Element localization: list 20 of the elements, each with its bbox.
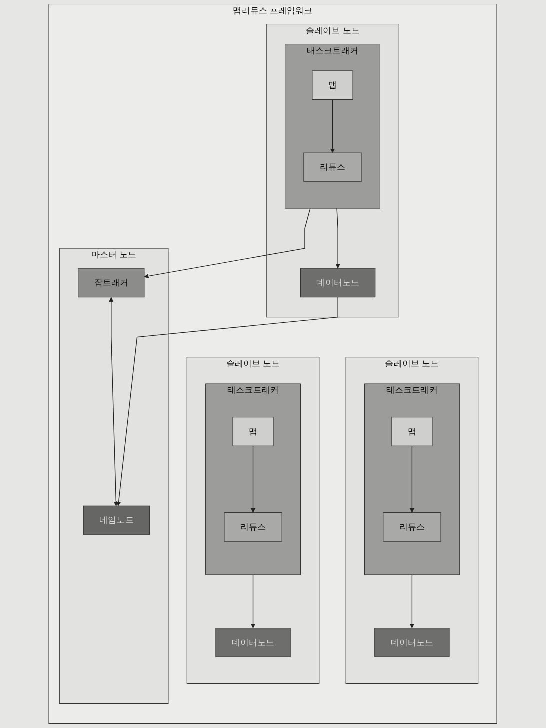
- arrow: [410, 446, 415, 514]
- arrow: [144, 208, 311, 279]
- node-box: 데이터노드: [216, 628, 291, 658]
- arrow: [250, 574, 256, 628]
- node-box: 맵: [312, 70, 354, 100]
- node-box: 데이터노드: [374, 628, 450, 658]
- node-box: 리듀스: [224, 512, 282, 542]
- arrow: [109, 297, 119, 506]
- node-box: 데이터노드: [300, 268, 376, 298]
- node-box: 맵: [392, 417, 433, 446]
- node-box: 잡트래커: [78, 268, 145, 298]
- arrow: [410, 574, 415, 628]
- node-box: 리듀스: [304, 152, 362, 182]
- arrow: [336, 208, 340, 269]
- arrow: [250, 446, 256, 514]
- arrow: [330, 99, 336, 154]
- node-box: 리듀스: [383, 512, 442, 542]
- node-box: 맵: [232, 417, 274, 446]
- node-box: 네임노드: [83, 506, 150, 536]
- arrow: [116, 296, 338, 506]
